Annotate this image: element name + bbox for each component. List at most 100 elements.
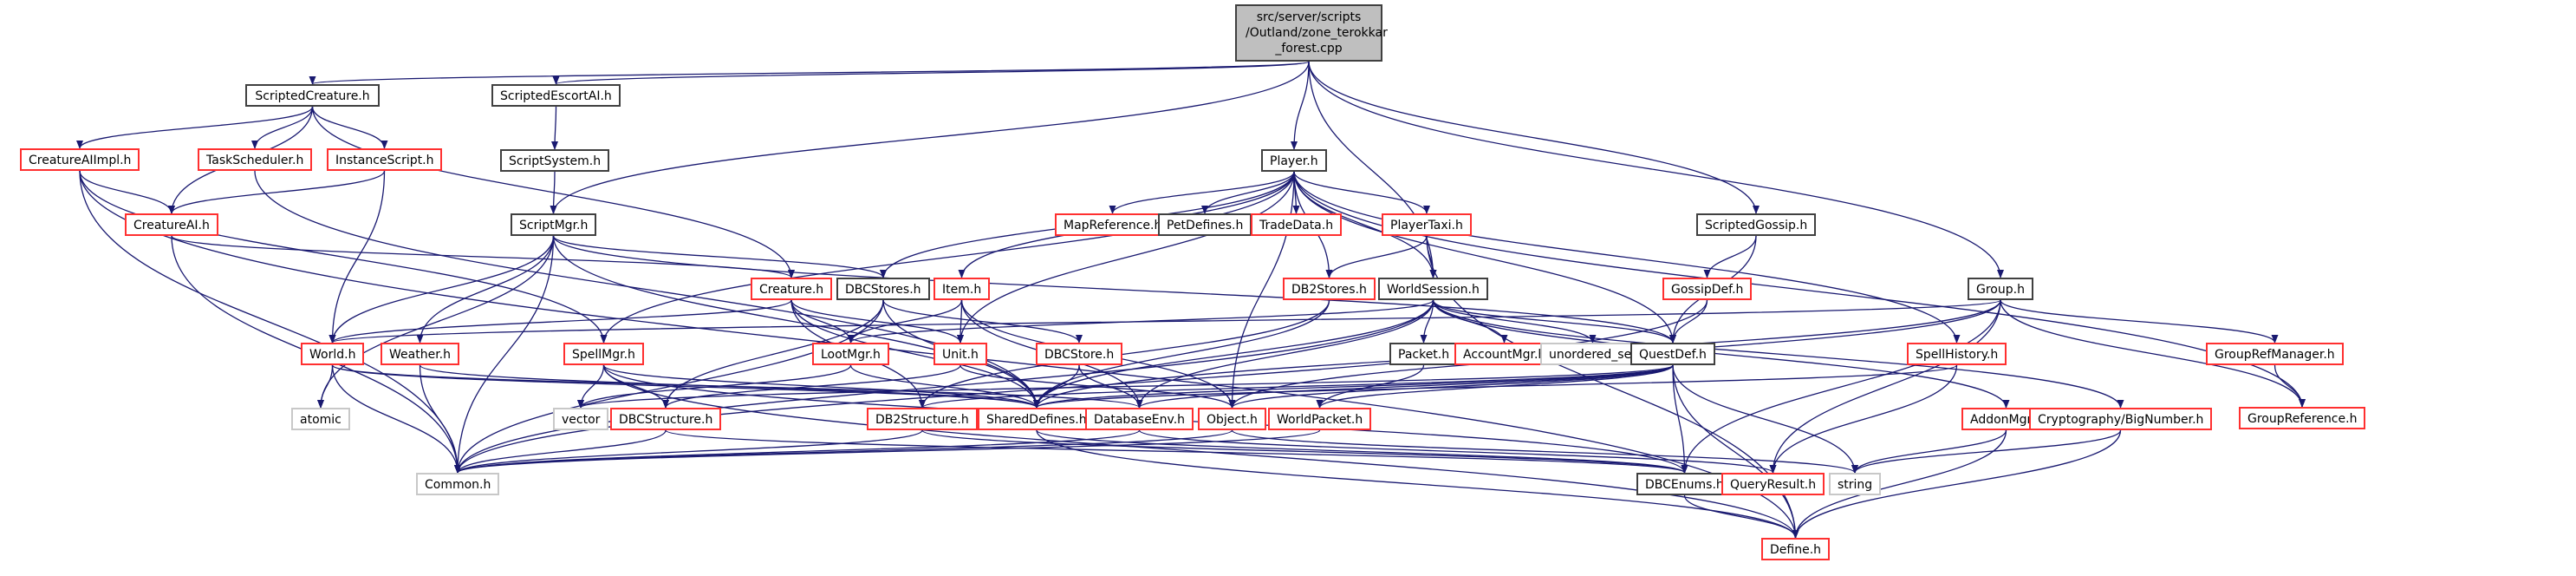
- file-node-creature[interactable]: Creature.h: [751, 278, 833, 300]
- file-node-spellhistory[interactable]: SpellHistory.h: [1907, 343, 2007, 365]
- file-node-shareddefines[interactable]: SharedDefines.h: [978, 408, 1096, 430]
- include-edge-worldpacket-to-common: [454, 429, 1321, 474]
- file-node-db2structure[interactable]: DB2Structure.h: [867, 408, 978, 430]
- include-edge-player-to-spellhistory: [1293, 171, 1961, 344]
- root-label-line-3: _forest.cpp: [1275, 42, 1343, 56]
- include-edge-weather-to-common: [419, 364, 461, 474]
- include-edge-scriptmgr-to-weather: [416, 235, 555, 344]
- file-node-playertaxi[interactable]: PlayerTaxi.h: [1382, 213, 1472, 236]
- file-node-unordered-set: unordered_set: [1540, 343, 1645, 365]
- include-edge-group-to-world: [329, 299, 2001, 344]
- file-node-lootmgr[interactable]: LootMgr.h: [812, 343, 889, 365]
- include-edge-questdef-to-define: [1672, 364, 1799, 539]
- include-edge-databaseenv-to-queryresult: [1138, 429, 1777, 474]
- root-label-line-2: /Outland/zone_terokkar: [1246, 26, 1388, 40]
- include-edge-questdef-to-object: [1228, 364, 1674, 409]
- include-edge-scriptmgr-to-shareddefines: [552, 235, 1040, 409]
- include-edge-gossipdef-to-common: [454, 299, 1708, 474]
- include-edge-root-to-scriptedcreature: [309, 61, 1310, 85]
- file-node-scriptedescortai[interactable]: ScriptedEscortAI.h: [491, 84, 621, 107]
- include-edge-player-to-playertaxi: [1293, 171, 1430, 214]
- include-edge-dbcstructure-to-common: [454, 429, 667, 474]
- file-node-player[interactable]: Player.h: [1261, 149, 1327, 172]
- file-node-world[interactable]: World.h: [301, 343, 365, 365]
- file-node-scriptedcreature[interactable]: ScriptedCreature.h: [245, 84, 380, 107]
- file-node-questdef[interactable]: QuestDef.h: [1630, 343, 1715, 365]
- file-node-dbcstores[interactable]: DBCStores.h: [836, 278, 930, 300]
- file-node-vector: vector: [553, 408, 609, 430]
- file-node-scriptedgossip[interactable]: ScriptedGossip.h: [1696, 213, 1817, 236]
- include-edge-scriptmgr-to-world: [329, 235, 555, 344]
- include-edge-player-to-petdefines: [1201, 171, 1295, 214]
- include-edge-instancescript-to-world: [329, 170, 386, 344]
- file-node-packet[interactable]: Packet.h: [1389, 343, 1459, 365]
- include-edge-worldsession-to-databaseenv: [1135, 299, 1434, 409]
- file-node-dbcstore[interactable]: DBCStore.h: [1036, 343, 1123, 365]
- file-node-group[interactable]: Group.h: [1968, 278, 2033, 300]
- include-edge-world-to-common: [331, 364, 461, 474]
- include-edge-creatureaiimpl-to-spellmgr: [79, 170, 608, 344]
- include-edge-bignumber-to-define: [1792, 429, 2122, 539]
- include-edge-dbcenums-to-define: [1683, 494, 1799, 539]
- include-edge-spellmgr-to-dbcstructure: [602, 364, 669, 409]
- include-edge-packet-to-worldpacket: [1316, 364, 1425, 409]
- file-node-databaseenv[interactable]: DatabaseEnv.h: [1085, 408, 1194, 430]
- include-edge-player-to-questdef: [1293, 171, 1676, 344]
- file-node-instancescript[interactable]: InstanceScript.h: [327, 148, 443, 171]
- file-node-string: string: [1829, 473, 1882, 495]
- include-edge-scriptedcreature-to-taskscheduler: [251, 106, 314, 149]
- file-node-item[interactable]: Item.h: [933, 278, 991, 300]
- file-node-worldsession[interactable]: WorldSession.h: [1378, 278, 1488, 300]
- include-edge-gossipdef-to-questdef: [1669, 299, 1708, 344]
- file-node-petdefines[interactable]: PetDefines.h: [1158, 213, 1252, 236]
- file-node-common: Common.h: [416, 473, 500, 495]
- file-node-object[interactable]: Object.h: [1198, 408, 1266, 430]
- include-edge-shareddefines-to-define: [1036, 429, 1799, 539]
- file-node-creatureai[interactable]: CreatureAI.h: [125, 213, 218, 236]
- file-node-atomic: atomic: [291, 408, 350, 430]
- file-node-dbcstructure[interactable]: DBCStructure.h: [610, 408, 722, 430]
- file-node-bignumber[interactable]: Cryptography/BigNumber.h: [2029, 408, 2213, 430]
- file-node-dbcenums[interactable]: DBCEnums.h: [1636, 473, 1733, 495]
- file-node-queryresult[interactable]: QueryResult.h: [1721, 473, 1825, 495]
- file-node-scriptsystem[interactable]: ScriptSystem.h: [500, 149, 610, 172]
- file-node-define[interactable]: Define.h: [1761, 538, 1831, 560]
- include-edge-group-to-grouprefmanager: [2000, 299, 2279, 344]
- include-edge-grouprefmanager-to-groupreference: [2274, 364, 2306, 408]
- include-edge-unit-to-object: [959, 364, 1236, 409]
- file-node-spellmgr[interactable]: SpellMgr.h: [563, 343, 644, 365]
- file-node-worldpacket[interactable]: WorldPacket.h: [1268, 408, 1372, 430]
- include-edge-scriptedcreature-to-creature: [311, 106, 795, 278]
- include-edge-questdef-to-db2structure: [919, 364, 1674, 409]
- include-edge-playertaxi-to-db2stores: [1325, 235, 1428, 278]
- include-edge-scriptedescortai-to-scriptsystem: [551, 106, 559, 150]
- include-edge-group-to-dbcenums: [1681, 299, 2001, 474]
- file-node-tradedata[interactable]: TradeData.h: [1251, 213, 1343, 236]
- file-node-gossipdef[interactable]: GossipDef.h: [1662, 278, 1753, 300]
- file-node-mapreference[interactable]: MapReference.h: [1055, 213, 1171, 236]
- file-node-weather[interactable]: Weather.h: [381, 343, 459, 365]
- file-node-unit[interactable]: Unit.h: [933, 343, 987, 365]
- file-node-accountmgr[interactable]: AccountMgr.h: [1454, 343, 1555, 365]
- file-node-scriptmgr[interactable]: ScriptMgr.h: [511, 213, 597, 236]
- file-node-creatureaiimpl[interactable]: CreatureAIImpl.h: [20, 148, 140, 171]
- file-node-grouprefmanager[interactable]: GroupRefManager.h: [2206, 343, 2344, 365]
- file-node-db2stores[interactable]: DB2Stores.h: [1283, 278, 1376, 300]
- include-edge-root-to-scriptedgossip: [1308, 61, 1760, 214]
- include-edge-questdef-to-vector: [577, 364, 1674, 409]
- include-edge-lootmgr-to-shareddefines: [849, 364, 1040, 409]
- file-node-taskscheduler[interactable]: TaskScheduler.h: [198, 148, 313, 171]
- include-edge-player-to-spellmgr: [600, 171, 1295, 344]
- include-edge-worldsession-to-questdef: [1432, 299, 1676, 344]
- include-edge-worldsession-to-bignumber: [1432, 299, 2124, 409]
- include-edge-world-to-atomic: [317, 364, 334, 409]
- include-edge-player-to-unit: [957, 171, 1295, 344]
- include-edge-world-to-shareddefines: [331, 364, 1040, 409]
- include-edge-spellhistory-to-queryresult: [1769, 364, 1958, 474]
- file-node-groupreference[interactable]: GroupReference.h: [2239, 407, 2366, 429]
- include-edge-scriptedcreature-to-creatureaiimpl: [76, 106, 314, 149]
- root-file-node: src/server/scripts /Outland/zone_terokka…: [1235, 4, 1388, 62]
- include-edge-addonmgr-to-string: [1851, 429, 2007, 474]
